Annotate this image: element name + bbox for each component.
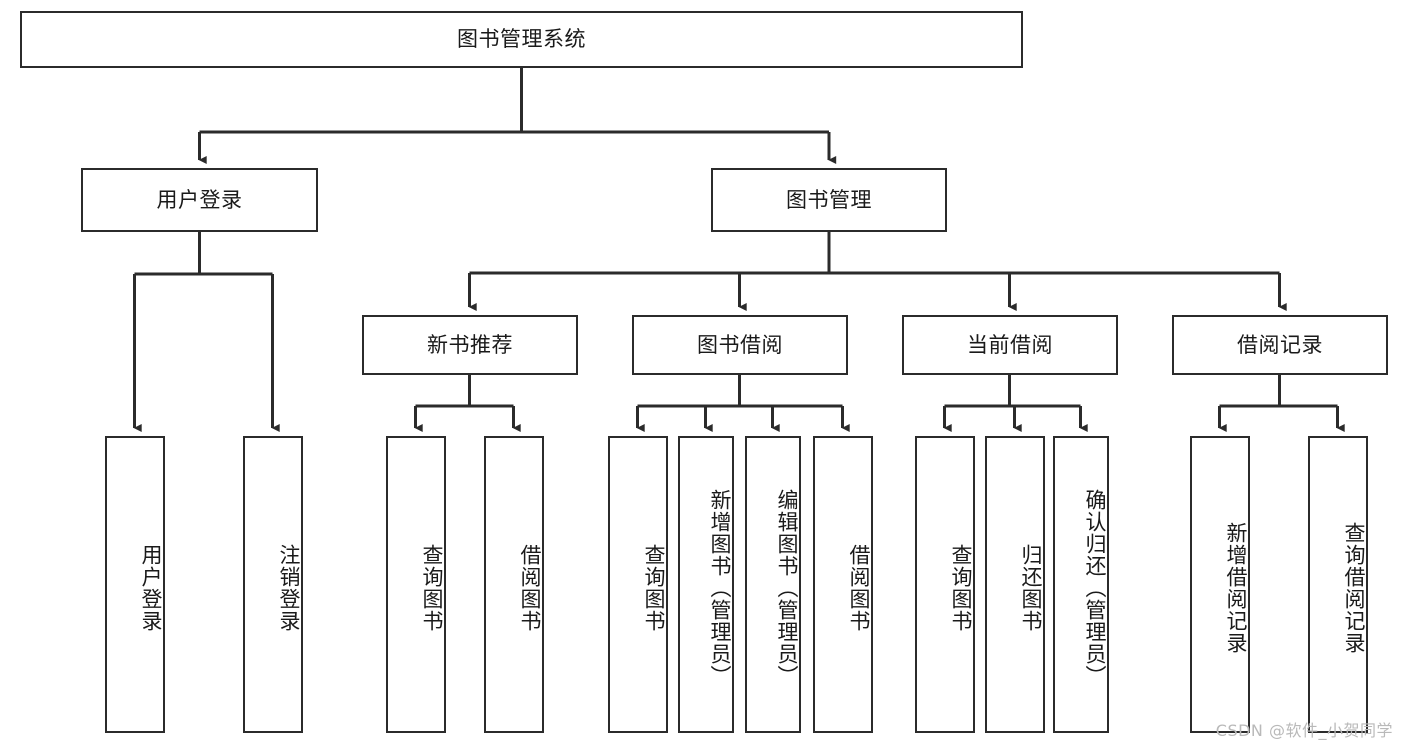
- node-leaf-return-book[interactable]: 归还图书: [985, 436, 1045, 733]
- node-leaf-user-login[interactable]: 用户登录: [105, 436, 165, 733]
- node-book-manage[interactable]: 图书管理: [711, 168, 947, 232]
- node-leaf-add-record[interactable]: 新增借阅记录: [1190, 436, 1250, 733]
- node-borrow-record[interactable]: 借阅记录: [1172, 315, 1388, 375]
- node-leaf-edit-book-label: 编辑图书（管理员）: [775, 488, 799, 687]
- node-borrow-record-label: 借阅记录: [1237, 332, 1323, 357]
- node-book-borrow-label: 图书借阅: [697, 332, 783, 357]
- node-leaf-borrow-book-1[interactable]: 借阅图书: [484, 436, 544, 733]
- node-leaf-confirm-return[interactable]: 确认归还（管理员）: [1053, 436, 1109, 733]
- node-leaf-borrow-book-2-label: 借阅图书: [847, 543, 871, 632]
- csdn-watermark: CSDN @软件_小贺同学: [1215, 721, 1393, 740]
- node-leaf-user-login-label: 用户登录: [139, 543, 163, 632]
- node-leaf-borrow-book-1-label: 借阅图书: [518, 543, 542, 632]
- node-current-borrow[interactable]: 当前借阅: [902, 315, 1118, 375]
- node-current-borrow-label: 当前借阅: [967, 332, 1053, 357]
- node-leaf-query-record[interactable]: 查询借阅记录: [1308, 436, 1368, 733]
- node-book-manage-label: 图书管理: [786, 187, 872, 212]
- node-leaf-query-book-1[interactable]: 查询图书: [386, 436, 446, 733]
- node-user-login[interactable]: 用户登录: [81, 168, 318, 232]
- node-leaf-logout-label: 注销登录: [277, 543, 301, 632]
- node-leaf-add-record-label: 新增借阅记录: [1224, 521, 1248, 654]
- node-book-borrow[interactable]: 图书借阅: [632, 315, 848, 375]
- node-leaf-confirm-return-label: 确认归还（管理员）: [1083, 488, 1107, 687]
- node-leaf-add-book-label: 新增图书（管理员）: [708, 488, 732, 687]
- node-leaf-query-book-2-label: 查询图书: [642, 543, 666, 632]
- node-root[interactable]: 图书管理系统: [20, 11, 1023, 68]
- node-leaf-query-book-1-label: 查询图书: [420, 543, 444, 632]
- node-new-book-recommend[interactable]: 新书推荐: [362, 315, 578, 375]
- node-leaf-query-book-3-label: 查询图书: [949, 543, 973, 632]
- node-leaf-add-book[interactable]: 新增图书（管理员）: [678, 436, 734, 733]
- node-new-book-recommend-label: 新书推荐: [427, 332, 513, 357]
- node-leaf-logout[interactable]: 注销登录: [243, 436, 303, 733]
- node-leaf-query-book-2[interactable]: 查询图书: [608, 436, 668, 733]
- node-leaf-edit-book[interactable]: 编辑图书（管理员）: [745, 436, 801, 733]
- node-leaf-query-record-label: 查询借阅记录: [1342, 521, 1366, 654]
- node-leaf-borrow-book-2[interactable]: 借阅图书: [813, 436, 873, 733]
- node-leaf-return-book-label: 归还图书: [1019, 543, 1043, 632]
- node-user-login-label: 用户登录: [156, 187, 243, 212]
- node-leaf-query-book-3[interactable]: 查询图书: [915, 436, 975, 733]
- node-root-label: 图书管理系统: [457, 27, 586, 52]
